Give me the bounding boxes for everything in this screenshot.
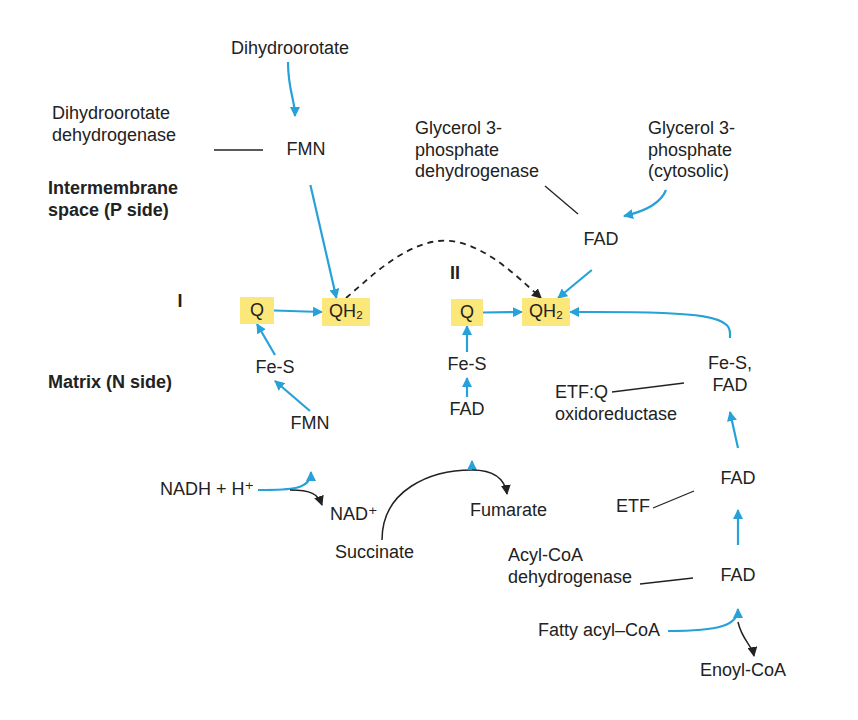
enzyme-name: Acyl-CoA dehydrogenase [508,545,668,588]
annotation-label: Glycerol 3-phosphate (cytosolic) [648,118,783,183]
annotation-label: Enoyl-CoA [700,660,820,682]
leader-line [545,186,578,214]
annotation-label: NAD⁺ [330,504,390,526]
enzyme-blob: FADAcyl-CoA dehydrogenase [690,545,786,607]
node-label: Q [240,300,274,322]
cofactor-label: FAD [443,397,491,423]
electron-flow-arrow [483,311,522,314]
dashed-transfer-arrow [346,241,541,298]
complex-shape: Q Fe-S FAD II [420,255,515,460]
cofactor-label: Fe-S [251,355,299,381]
quinone-site: Q [240,297,274,324]
node-label: FAD [443,399,491,421]
electron-flow-arrow [466,378,468,397]
annotation-label: Intermembrane space (P side) [48,178,223,221]
enzyme-blob: Glycerol 3-phosphate dehydrogenaseFAD [555,210,647,270]
enzyme-name: Glycerol 3-phosphate dehydrogenase [415,118,550,183]
electron-flow-arrow [558,270,592,298]
electron-flow-arrow [274,311,322,313]
node-label: Fe-S [251,357,299,379]
electron-flow-arrow [275,381,310,411]
annotation-label: Succinate [335,542,430,564]
enzyme-name: Dihydroorotate dehydrogenase [52,103,212,146]
enzyme-name: II [440,263,470,285]
cofactor-label: FMN [283,411,337,437]
electron-flow-arrow [570,312,730,338]
node-label: FAD [690,468,786,490]
leader-line [214,149,263,150]
node-label: Fe-S, FAD [694,353,766,396]
substrate-arrow [624,190,666,216]
lipid-tails [42,244,835,326]
quinone-site: Q [451,299,483,326]
node-label: FAD [690,565,786,587]
enzyme-blob-path [683,341,777,410]
leader-line [612,383,684,392]
substrate-line [382,470,472,540]
substrate-arrow [668,609,738,631]
node-label: QH₂ [522,301,570,323]
complex-shape-path [423,258,514,458]
electron-flow-arrow [466,326,468,352]
cofactor-label: Fe-S [443,352,491,378]
substrate-arrow [288,62,295,116]
enzyme-blob: FADETF [690,448,786,510]
complex-shape-path [47,272,373,471]
annotation-label: NADH + H⁺ [160,479,270,501]
annotation-label: Fatty acyl–CoA [538,620,688,642]
enzyme-name: I [165,291,195,313]
electron-flow-arrow [310,185,336,298]
enzyme-blob: Dihydroorotate dehydrogenaseFMN [262,115,350,185]
enzyme-blob: Fe-S, FADETF:Q oxidoreductase [680,338,780,412]
node-label: FMN [262,139,350,161]
substrate-arrow [471,461,473,470]
leader-line [653,491,694,508]
enzyme-name: ETF [610,496,650,518]
node-label: QH₂ [322,301,370,323]
product-arrow [472,470,507,494]
lipid-heads [42,324,835,339]
annotation-label: Fumarate [470,500,565,522]
node-label: FAD [555,229,647,251]
electron-flow-arrow [737,510,739,545]
quinol-box: QH₂ [322,298,370,326]
leader-line [640,578,693,584]
product-arrow [290,490,322,505]
electron-flow-arrow [257,324,275,355]
lipid-heads [42,231,835,246]
complex-shape: Q Fe-S FMN I [45,265,375,475]
electron-flow-arrow [730,412,738,448]
product-arrow [738,622,754,656]
complex-shape-outline [45,265,375,475]
substrate-arrow [258,472,311,490]
node-label: FMN [283,413,337,435]
quinol-box: QH₂ [522,298,570,326]
annotation-label: Matrix (N side) [48,372,248,394]
annotation-label: Dihydroorotate [215,38,365,60]
node-label: Fe-S [443,354,491,376]
enzyme-name: ETF:Q oxidoreductase [555,382,679,425]
node-label: Q [451,302,483,324]
